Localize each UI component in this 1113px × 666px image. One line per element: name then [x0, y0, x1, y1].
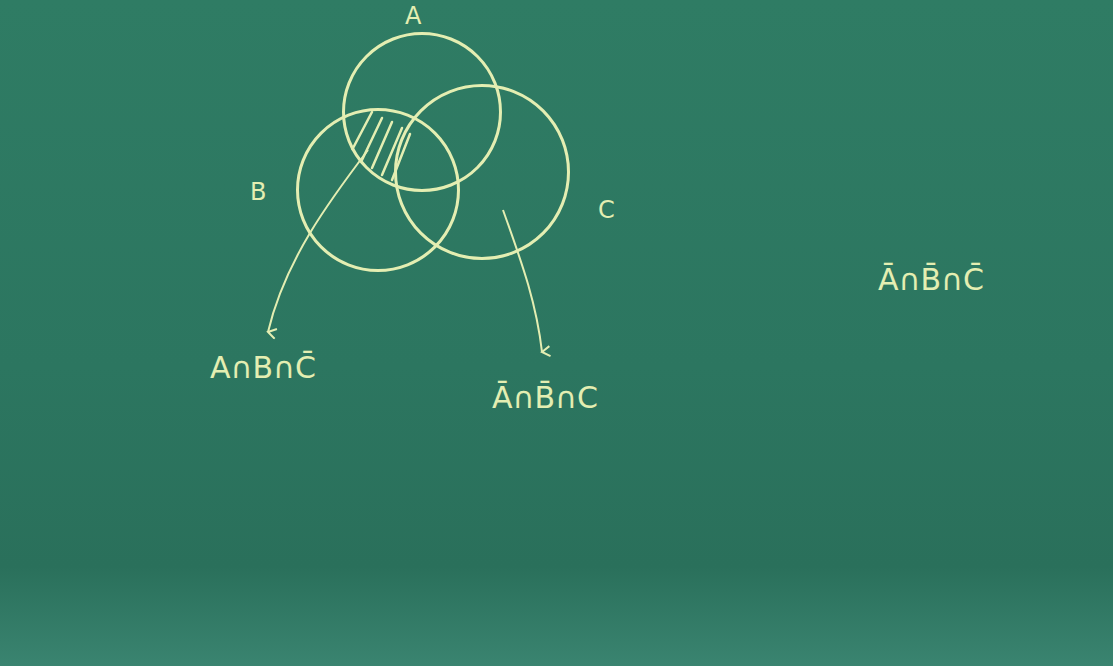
set-circle: C — [394, 84, 570, 260]
circle-stroke — [298, 110, 459, 271]
circle-outline — [342, 32, 502, 192]
set-letter: B — [250, 178, 266, 207]
set-circle: B — [296, 108, 460, 272]
circle-outline — [296, 108, 460, 272]
set-expression: A∩B∩C̄ — [210, 350, 316, 386]
hatching — [352, 112, 410, 180]
set-circle: A — [342, 32, 502, 192]
set-expression: Ā∩B̄∩C̄ — [878, 262, 984, 298]
circle-stroke — [396, 86, 569, 259]
leader-arrow — [503, 210, 542, 352]
set-letter: A — [405, 2, 421, 31]
circle-stroke — [344, 34, 501, 191]
set-expression: Ā∩B̄∩C — [492, 380, 598, 416]
set-letter: C — [598, 196, 615, 225]
leader-arrow — [268, 150, 368, 332]
circle-outline — [394, 84, 570, 260]
